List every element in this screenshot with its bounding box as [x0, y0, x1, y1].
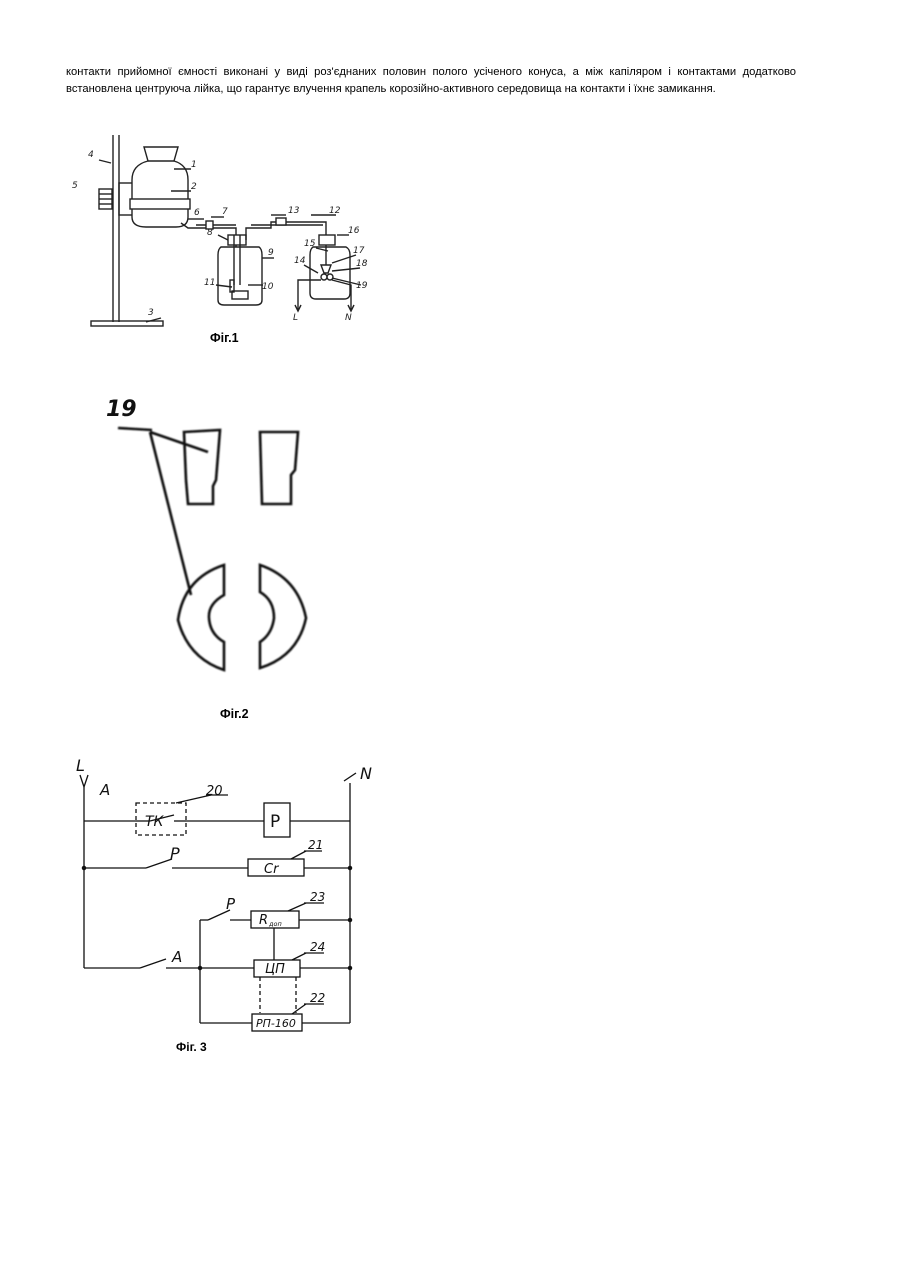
- cone-half-left-side: [184, 430, 220, 504]
- figure-1-drawing: 4 5 1 2 6 7 8 9 10 11 12 13 14 15 16 17 …: [66, 125, 386, 330]
- label-18: 18: [356, 259, 368, 269]
- label-22: 22: [310, 991, 325, 1005]
- figure-3: L A N 20 ТК P P 21 Cr P 23 R доп A 24 ЦП…: [66, 755, 386, 1055]
- label-6: 6: [194, 208, 200, 218]
- label-15: 15: [304, 239, 316, 249]
- body-text: контакти прийомної ємності виконані у ви…: [66, 64, 796, 98]
- container-1: [132, 147, 188, 227]
- label-cr: Cr: [264, 862, 280, 877]
- figure-3-caption: Фіг. 3: [176, 1040, 207, 1054]
- label-9: 9: [268, 248, 274, 258]
- label-a-switch: A: [171, 948, 182, 966]
- figure-2-drawing: 19: [66, 380, 386, 690]
- label-N: N: [345, 313, 352, 323]
- label-p-switch1: P: [170, 844, 180, 863]
- label-24: 24: [310, 940, 325, 954]
- label-rp160: РП-160: [256, 1017, 296, 1030]
- label-14: 14: [294, 256, 306, 266]
- label-12: 12: [329, 206, 341, 216]
- label-p-switch2: P: [226, 895, 236, 913]
- label-2: 2: [191, 182, 197, 192]
- label-17: 17: [353, 246, 365, 256]
- label-16: 16: [348, 226, 360, 236]
- label-4: 4: [88, 150, 94, 160]
- cone-half-right-top: [260, 565, 306, 668]
- label-5: 5: [72, 181, 78, 191]
- label-rdop-sub: доп: [268, 920, 282, 928]
- label-1: 1: [191, 160, 197, 170]
- stand-base: [91, 321, 163, 326]
- label-relay-p: P: [270, 812, 280, 832]
- label-L-fig3: L: [76, 756, 85, 775]
- figure-1-caption: Фіг.1: [210, 331, 239, 345]
- label-3: 3: [148, 308, 154, 318]
- figure-1: 4 5 1 2 6 7 8 9 10 11 12 13 14 15 16 17 …: [66, 125, 386, 355]
- label-11: 11: [204, 278, 215, 288]
- label-8: 8: [207, 228, 213, 238]
- cone-half-left-top: [178, 565, 224, 670]
- label-tk: ТК: [145, 814, 165, 830]
- label-A-top: A: [99, 781, 110, 799]
- label-19: 19: [356, 281, 368, 291]
- label-21: 21: [308, 838, 323, 852]
- label-23: 23: [310, 890, 325, 904]
- label-L: L: [293, 313, 298, 323]
- label-20: 20: [206, 784, 223, 799]
- figure-2-caption: Фіг.2: [220, 707, 249, 721]
- figure-3-drawing: L A N 20 ТК P P 21 Cr P 23 R доп A 24 ЦП…: [66, 755, 386, 1035]
- label-13: 13: [288, 206, 300, 216]
- label-10: 10: [262, 282, 274, 292]
- label-19-fig2: 19: [106, 397, 137, 422]
- body-paragraph: контакти прийомної ємності виконані у ви…: [66, 64, 796, 98]
- band-2: [130, 199, 190, 209]
- label-cp: ЦП: [265, 962, 285, 977]
- cone-half-right-side: [260, 432, 298, 504]
- label-7: 7: [222, 207, 228, 217]
- vessel-14: [310, 247, 350, 299]
- label-N-fig3: N: [360, 764, 372, 783]
- label-rdop: R: [259, 913, 268, 928]
- figure-2: 19 Фіг.2: [66, 380, 386, 730]
